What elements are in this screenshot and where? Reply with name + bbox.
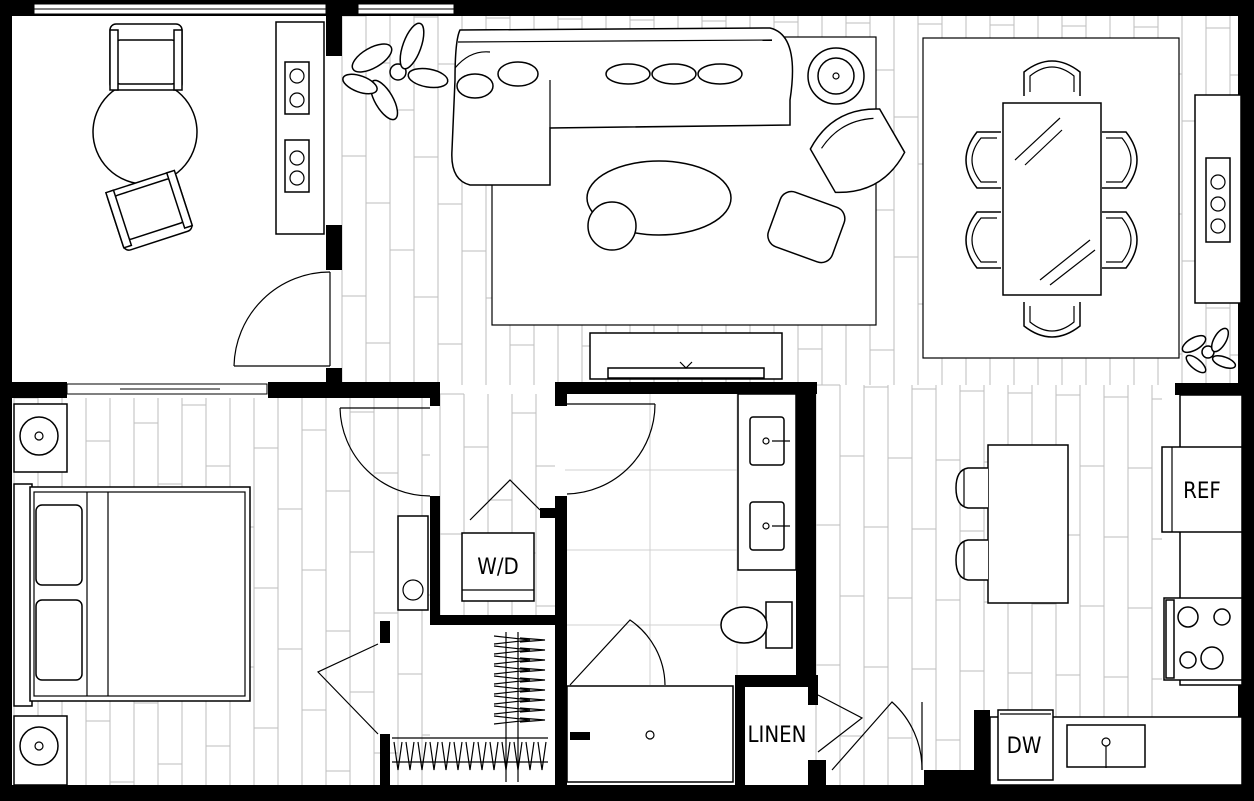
living-room [342,22,906,380]
dining-chairs [965,60,1138,338]
kitchen: REF DW [955,394,1243,786]
refrigerator-label: REF [1183,479,1221,504]
dining-chair [1023,60,1081,96]
bathroom: LINEN [566,393,808,785]
bed [13,483,251,707]
office [92,21,325,251]
dining-chair [1102,211,1138,269]
linen-closet: LINEN [745,687,808,785]
office-console [275,21,325,235]
washer-dryer-label: W/D [477,555,519,580]
ottoman [767,190,846,264]
walk-in-closet [392,632,548,782]
dining-chair [965,131,1001,189]
dining-chair [1102,131,1138,189]
office-chair-bottom [104,169,194,251]
bedroom [13,403,429,786]
armchair [809,108,906,194]
shower [566,685,734,783]
small-plant [1181,327,1237,374]
kitchen-sink [1066,724,1146,768]
bedroom-console [397,515,429,611]
dishwasher-label: DW [1007,734,1042,759]
doors [233,271,923,771]
nightstand-bottom [13,715,68,786]
linen-label: LINEN [748,723,807,748]
dining-table [1002,102,1102,296]
windows [33,3,455,395]
sectional-sofa [451,27,794,186]
round-table [92,79,198,185]
large-plant [342,22,449,121]
bar-stool-2 [955,539,988,581]
sink-1 [749,416,790,466]
kitchen-island [987,444,1069,604]
refrigerator: REF [1161,446,1243,533]
dining [965,60,1242,374]
dining-chair [965,211,1001,269]
bar-stool-1 [955,467,988,509]
side-table [807,47,865,105]
nightstand-top [13,403,68,473]
dining-chair [1023,302,1081,338]
coffee-table [586,160,732,251]
dishwasher: DW [997,709,1054,781]
range [1163,597,1243,681]
tv-console [589,332,783,380]
office-chair-top [109,23,183,91]
dining-sideboard [1194,94,1242,304]
toilet [720,601,793,649]
washer-dryer: W/D [461,532,535,602]
sink-2 [749,501,790,551]
